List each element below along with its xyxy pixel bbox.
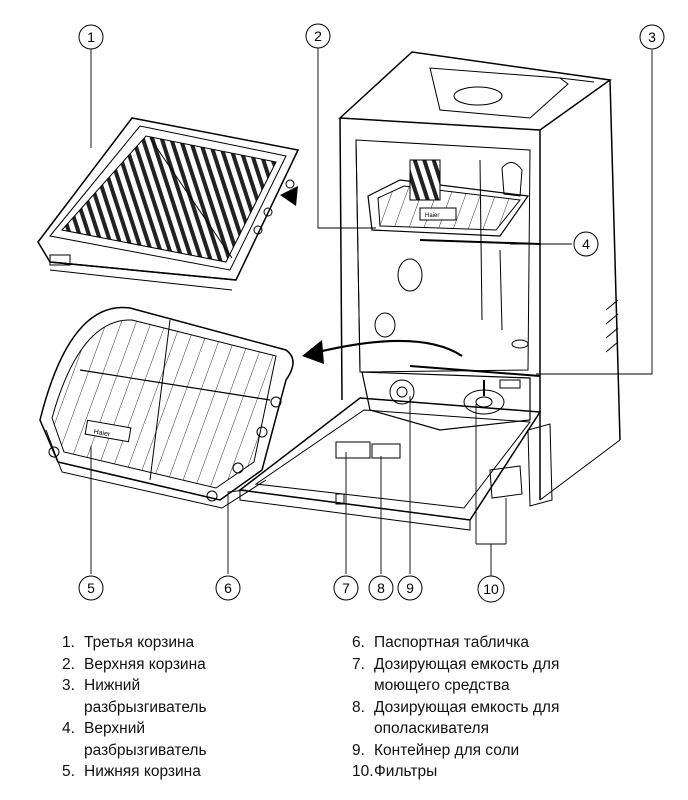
- curved-arrow-icon: [302, 340, 324, 364]
- legend-item-7: 7.Дозирующая емкость для моющего средств…: [352, 655, 560, 695]
- third-basket: [37, 117, 300, 291]
- svg-text:7: 7: [342, 580, 350, 596]
- svg-text:5: 5: [87, 580, 95, 596]
- callout-7: 7: [333, 575, 359, 601]
- dishwasher-body: Haier: [238, 51, 621, 531]
- legend-item-4: 4.Верхний разбрызгиватель: [62, 720, 207, 759]
- callout-4: 4: [573, 231, 599, 257]
- callout-3: 3: [639, 24, 665, 50]
- callout-10: 10: [477, 575, 505, 603]
- callout-2: 2: [305, 23, 331, 49]
- svg-text:4: 4: [582, 236, 590, 252]
- callout-6: 6: [215, 575, 241, 601]
- lower-basket-brand: Haier: [93, 429, 111, 439]
- legend-item-9: 9.Контейнер для соли: [352, 741, 520, 759]
- lower-basket: Haier: [39, 306, 294, 509]
- svg-text:9: 9: [406, 580, 414, 596]
- legend-item-2: 2.Верхняя корзина: [62, 655, 206, 673]
- leader-lines: [90, 48, 653, 576]
- svg-text:10: 10: [483, 581, 499, 597]
- legend-item-8: 8.Дозирующая емкость для ополаскивателя: [352, 698, 560, 738]
- legend-left: 1.Третья корзина 2.Верхняя корзина 3.Ниж…: [62, 632, 352, 783]
- svg-text:3: 3: [648, 29, 656, 45]
- legend-item-3: 3.Нижний разбрызгиватель: [62, 677, 207, 716]
- legend-right: 6.Паспортная табличка 7.Дозирующая емкос…: [352, 632, 672, 783]
- svg-text:8: 8: [377, 580, 385, 596]
- dishwasher-diagram: Haier Haier: [37, 23, 665, 603]
- callout-1: 1: [78, 24, 104, 50]
- upper-basket-brand: Haier: [425, 213, 439, 219]
- insert-direction-arrow-icon: [280, 186, 298, 206]
- callout-5: 5: [78, 575, 104, 601]
- legend-item-10: 10.Фильтры: [352, 763, 438, 780]
- callout-8: 8: [368, 575, 394, 601]
- svg-text:6: 6: [224, 580, 232, 596]
- legend-item-1: 1.Третья корзина: [62, 634, 195, 651]
- svg-text:2: 2: [314, 28, 322, 44]
- legend-item-6: 6.Паспортная табличка: [352, 634, 530, 651]
- legend-item-5: 5.Нижняя корзина: [62, 763, 201, 780]
- callout-9: 9: [397, 575, 423, 601]
- svg-text:1: 1: [87, 29, 95, 45]
